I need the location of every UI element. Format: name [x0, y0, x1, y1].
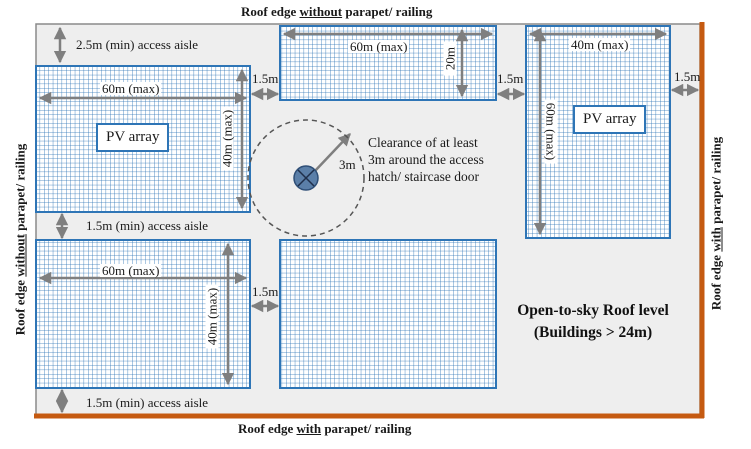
hatch-note-line-3: hatch/ staircase door [368, 169, 479, 184]
gap-label-1: 1.5m [252, 71, 279, 86]
dim-label-tc-width: 60m (max) [348, 39, 410, 54]
gap-label-3: 1.5m [674, 69, 701, 84]
edge-top-prefix: Roof edge [241, 4, 300, 19]
aisle-label-middle: 1.5m (min) access aisle [86, 218, 209, 233]
edge-right-prefix: Roof edge [708, 251, 724, 311]
edge-bottom-prefix: Roof edge [238, 421, 297, 436]
pv-array-label-left: PV array [96, 123, 170, 152]
dim-label-tl-width: 60m (max) [100, 81, 162, 96]
roof-title-line-2: (Buildings > 24m) [533, 324, 653, 341]
edge-right-emph: with [708, 227, 724, 252]
dim-label-bl-height: 40m (max) [205, 284, 220, 349]
hatch-note-line-2: 3m around the access [368, 152, 484, 167]
pv-array-top-left [35, 65, 251, 213]
edge-top-suffix: parapet/ railing [342, 4, 433, 19]
edge-label-left: Roof edge without parapet/ railing [12, 130, 28, 350]
dim-hatch-radius [313, 133, 351, 173]
pv-array-bottom-center [279, 239, 497, 389]
edge-left-prefix: Roof edge [12, 276, 28, 336]
access-hatch-icon [293, 165, 319, 191]
edge-left-suffix: parapet/ railing [12, 143, 28, 235]
edge-left-emph: without [12, 234, 28, 277]
dim-label-tl-height: 40m (max) [220, 106, 235, 171]
roof-title-line-1: Open-to-sky Roof level [517, 302, 669, 319]
edge-right-suffix: parapet/ railing [708, 136, 724, 228]
hatch-radius-label: 3m [339, 157, 356, 172]
edge-top-emph: without [299, 4, 343, 19]
edge-bottom-suffix: parapet/ railing [321, 421, 412, 436]
dim-label-tr-width: 40m (max) [569, 37, 631, 52]
gap-label-2: 1.5m [497, 71, 524, 86]
dim-label-bl-width: 60m (max) [100, 263, 162, 278]
edge-label-right: Roof edge with parapet/ railing [708, 114, 724, 334]
edge-label-top: Roof edge without parapet/ railing [241, 5, 432, 18]
hatch-clearance-note: Clearance of at least 3m around the acce… [368, 134, 518, 185]
pv-array-top-center [279, 25, 497, 101]
dim-label-tr-height: 60m (max) [544, 99, 559, 164]
aisle-label-bottom: 1.5m (min) access aisle [86, 395, 209, 410]
aisle-label-top: 2.5m (min) access aisle [76, 37, 199, 52]
hatch-note-line-1: Clearance of at least [368, 135, 478, 150]
pv-array-label-right: PV array [573, 105, 647, 134]
dim-label-tc-height: 20m [443, 41, 458, 76]
clearance-circle [247, 119, 365, 237]
gap-label-4: 1.5m [252, 284, 279, 299]
roof-level-title: Open-to-sky Roof level (Buildings > 24m) [498, 300, 688, 344]
edge-bottom-emph: with [296, 421, 322, 436]
edge-label-bottom: Roof edge with parapet/ railing [238, 422, 411, 435]
